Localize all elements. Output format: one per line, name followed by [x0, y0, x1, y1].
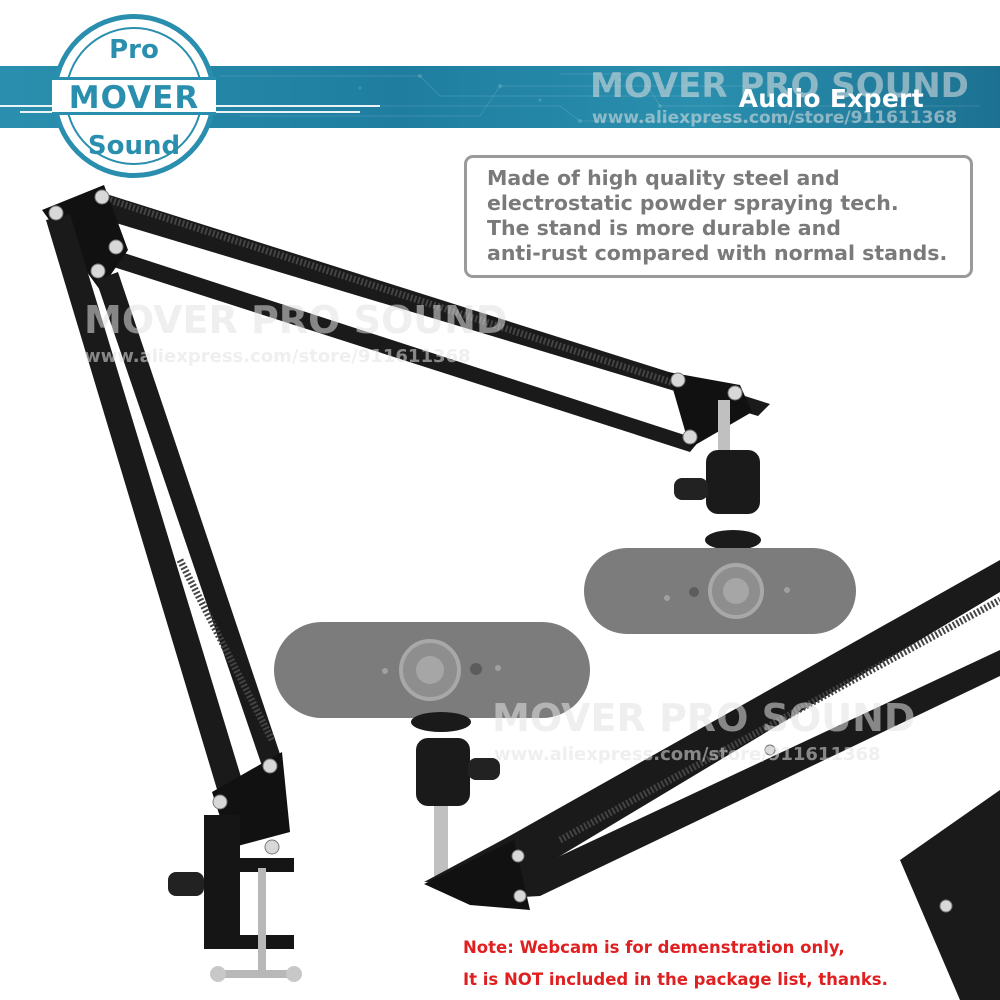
watermark-title-2: MOVER PRO SOUND [492, 696, 916, 740]
webcam-top [584, 548, 856, 634]
logo-band [52, 77, 216, 115]
feature-line: The stand is more durable and [487, 216, 841, 240]
logo-sound-text: Sound [87, 131, 181, 161]
watermark-url-2: www.aliexpress.com/store/911611368 [494, 744, 881, 765]
webcam-center [274, 622, 590, 876]
feature-description-box: Made of high quality steel and electrost… [464, 155, 973, 278]
note-line-1: Note: Webcam is for demenstration only, [463, 938, 845, 957]
watermark-url-1: www.aliexpress.com/store/911611368 [84, 346, 471, 367]
logo-pro-text: Pro [109, 35, 159, 65]
banner-watermark-title: MOVER PRO SOUND [590, 66, 969, 106]
feature-line: electrostatic powder spraying tech. [487, 191, 899, 215]
feature-line: Made of high quality steel and [487, 166, 840, 190]
logo-mover-text: MOVER [68, 80, 200, 116]
watermark-title-1: MOVER PRO SOUND [84, 298, 508, 342]
banner-title: Audio Expert [738, 84, 924, 113]
left-boom-arm [42, 185, 770, 982]
brand-logo: Pro MOVER Sound [52, 14, 216, 178]
feature-line: anti-rust compared with normal stands. [487, 241, 948, 265]
note-line-2: It is NOT included in the package list, … [463, 970, 888, 989]
banner-watermark-url: www.aliexpress.com/store/911611368 [592, 108, 958, 128]
right-boom-arm [424, 560, 1000, 1000]
